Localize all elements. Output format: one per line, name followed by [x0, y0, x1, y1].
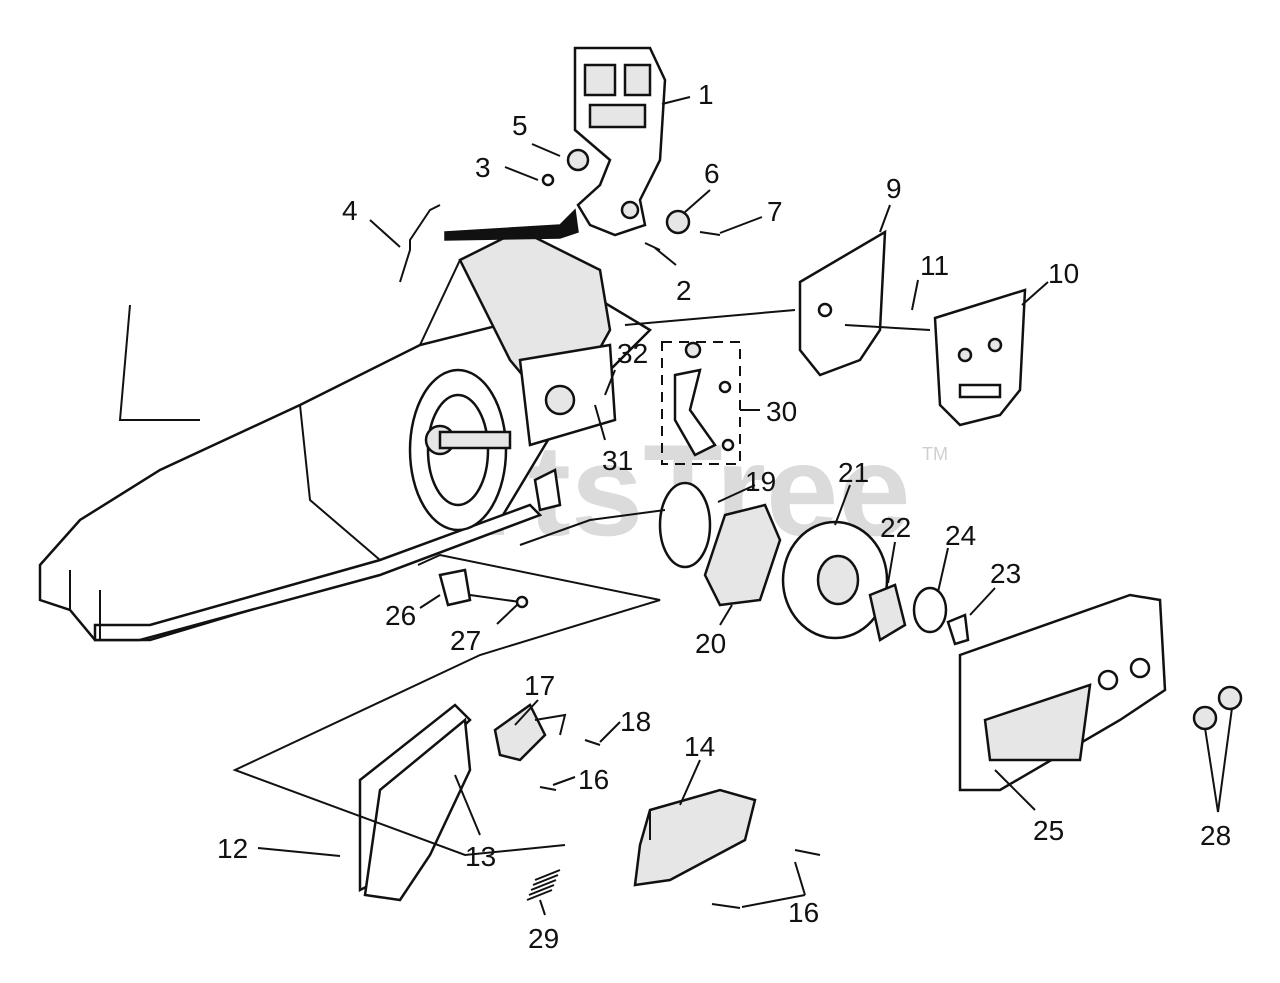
- callout-29: 29: [528, 923, 559, 954]
- callout-22: 22: [880, 512, 911, 543]
- callout-7: 7: [767, 196, 783, 227]
- clutch-assembly: [658, 481, 970, 646]
- callout-17: 17: [524, 670, 555, 701]
- callout-5: 5: [512, 110, 528, 141]
- tension-spring: [526, 869, 561, 901]
- callout-11: 11: [920, 250, 949, 281]
- callout-23: 23: [990, 558, 1021, 589]
- callout-19: 19: [745, 466, 776, 497]
- callout-28: 28: [1200, 820, 1231, 851]
- callout-16-lower: 16: [788, 897, 819, 928]
- brake-spring-wire: [399, 204, 579, 283]
- callout-12: 12: [217, 833, 248, 864]
- watermark-trademark: TM: [922, 444, 948, 464]
- small-hardware: [541, 148, 721, 251]
- screws: [539, 786, 821, 909]
- callout-26: 26: [385, 600, 416, 631]
- callout-18: 18: [620, 706, 651, 737]
- callout-21: 21: [838, 457, 869, 488]
- callout-9: 9: [886, 173, 902, 204]
- bracket-and-screw: [438, 568, 529, 609]
- callout-20: 20: [695, 628, 726, 659]
- callout-2: 2: [676, 275, 692, 306]
- sprocket-cover: [958, 593, 1243, 792]
- guide-plates: [798, 229, 1027, 427]
- callout-27: 27: [450, 625, 481, 656]
- callout-13: 13: [465, 841, 496, 872]
- engine-housing: [38, 228, 653, 642]
- callout-16-upper: 16: [578, 764, 609, 795]
- callout-6: 6: [704, 158, 720, 189]
- chain-brake-band: [358, 703, 601, 902]
- callout-4: 4: [342, 195, 358, 226]
- callout-10: 10: [1048, 258, 1079, 289]
- chain-brake-lever: [633, 788, 757, 887]
- chain-catcher-kit: [661, 341, 741, 465]
- callout-31: 31: [602, 445, 633, 476]
- callout-30: 30: [766, 396, 797, 427]
- front-hand-guard: [573, 46, 667, 237]
- callout-32: 32: [617, 338, 648, 369]
- callout-24: 24: [945, 520, 976, 551]
- callout-14: 14: [684, 731, 715, 762]
- callout-3: 3: [475, 152, 491, 183]
- callout-labels: 1 2 3 4 5 6 7 9 10 11 12 13 14 16 16 17 …: [217, 79, 1231, 954]
- callout-1: 1: [698, 79, 714, 110]
- leader-lines: [232, 96, 1233, 916]
- callout-25: 25: [1033, 815, 1064, 846]
